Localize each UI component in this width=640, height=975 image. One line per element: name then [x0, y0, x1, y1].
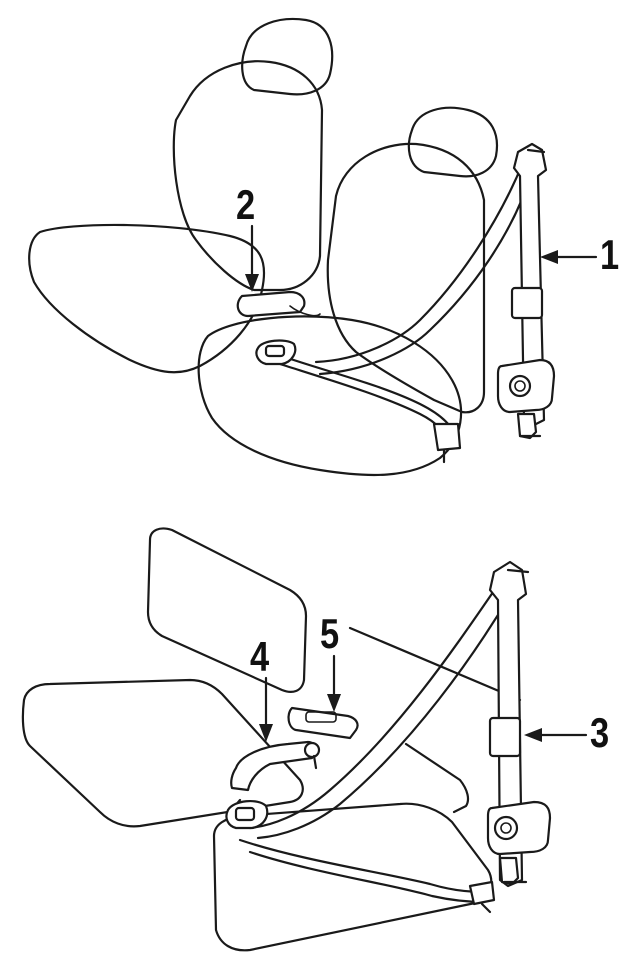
- rear-seat-cushion: [21, 678, 304, 828]
- buckle-part-2: [236, 290, 306, 318]
- right-headrest: [407, 106, 498, 178]
- callout-5: 5: [320, 610, 340, 657]
- rear-belt-webbing: [248, 580, 514, 840]
- buckle-part-4: [230, 740, 317, 792]
- leader-lines: [245, 224, 598, 742]
- callout-2: 2: [236, 181, 256, 228]
- front-belt-webbing: [314, 158, 534, 376]
- retractor-part-1: [512, 142, 548, 428]
- callout-1: 1: [600, 231, 620, 278]
- left-seat-cushion: [28, 223, 266, 374]
- callout-4: 4: [250, 633, 270, 680]
- left-headrest: [241, 18, 334, 96]
- right-seat-cushion: [197, 315, 463, 477]
- rear-seats-group: [21, 527, 552, 952]
- callout-3: 3: [590, 709, 610, 756]
- rear-seat-back: [146, 527, 308, 693]
- front-seats-group: [28, 18, 556, 477]
- right-seat-back: [326, 142, 486, 414]
- left-seat-back: [172, 60, 324, 292]
